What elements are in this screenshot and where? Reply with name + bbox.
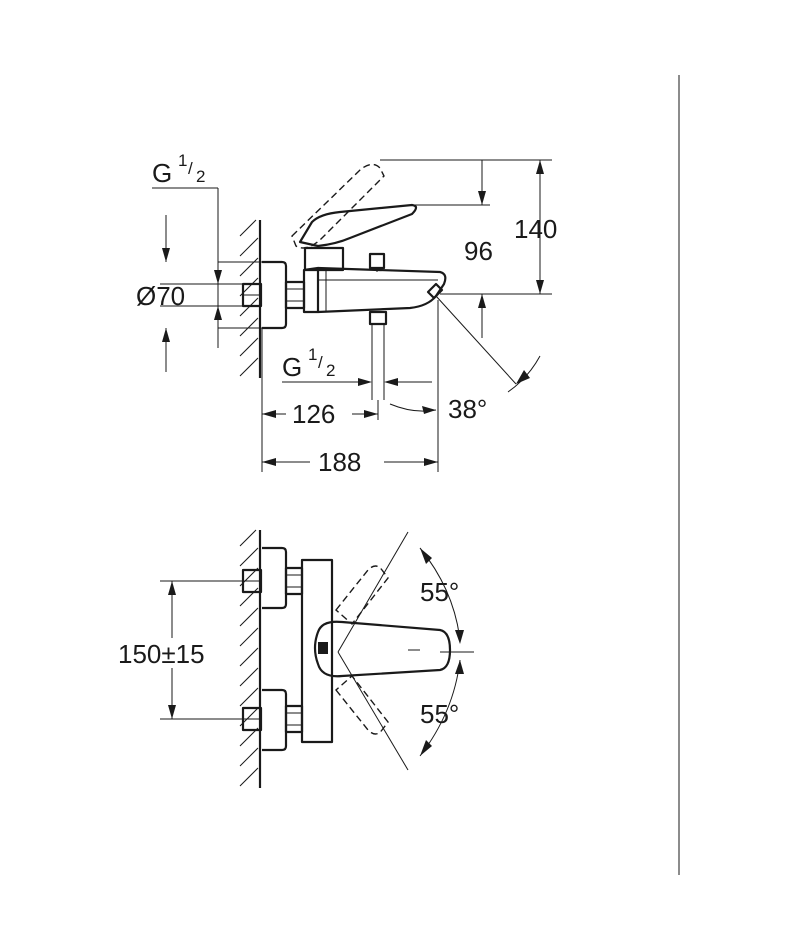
rosette-top-lower	[262, 688, 288, 752]
side-view: G 1 / 2 Ø70 140 96 G 1 / 2 126 188 38°	[136, 151, 557, 477]
lever-side	[298, 203, 418, 248]
nut-side	[284, 280, 306, 310]
height-lever-label: 140	[514, 214, 557, 244]
thread-bottom-slash: /	[318, 353, 323, 372]
thread-top-base: G	[152, 158, 172, 188]
lever-rotated-upper-dashed	[335, 565, 389, 626]
thread-top-num: 1	[178, 151, 187, 170]
height-spout-label: 96	[464, 236, 493, 266]
thread-bottom-num: 1	[308, 345, 317, 364]
thread-bottom-den: 2	[326, 361, 335, 380]
mixer-body-side	[302, 266, 320, 314]
thread-bottom-base: G	[282, 352, 302, 382]
lever-marking	[318, 642, 328, 654]
cartridge-housing-side	[303, 246, 345, 272]
diameter-label: Ø70	[136, 281, 185, 311]
outlet-connector	[368, 310, 388, 326]
spout-angle-label: 38°	[448, 394, 487, 424]
lever-rotated-lower-dashed	[335, 674, 389, 735]
mixer-body-top	[300, 558, 334, 744]
wall-hatching-top	[239, 529, 262, 788]
lever-raised-dashed	[291, 163, 385, 249]
nut-top-upper	[284, 566, 304, 596]
thread-top-den: 2	[196, 167, 205, 186]
rosette-top-upper	[262, 546, 288, 610]
spout-tip	[426, 282, 444, 300]
top-view: 150±15 55° 55°	[118, 529, 474, 788]
thread-top-slash: /	[188, 159, 193, 178]
nut-top-lower	[284, 704, 304, 734]
angle-upper-label: 55°	[420, 577, 459, 607]
rosette-side	[262, 260, 288, 330]
diverter-knob	[368, 252, 386, 270]
lever-top	[313, 620, 452, 678]
depth-outlet-label: 126	[292, 399, 335, 429]
center-distance-label: 150±15	[118, 639, 205, 669]
angle-lower-label: 55°	[420, 699, 459, 729]
depth-total-label: 188	[318, 447, 361, 477]
